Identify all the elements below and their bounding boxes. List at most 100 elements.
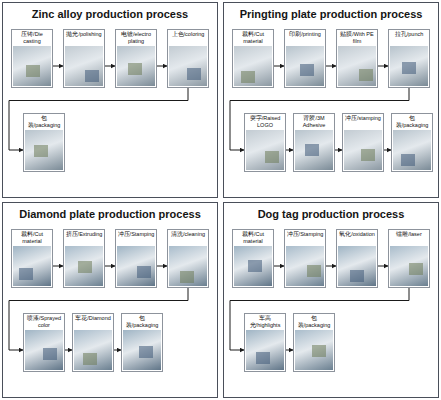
process-step: 清洗/cleaning bbox=[167, 229, 209, 288]
step-photo bbox=[234, 46, 272, 86]
step-photo bbox=[246, 130, 284, 170]
panel-title: Diamond plate production process bbox=[3, 208, 217, 220]
photo-detail bbox=[248, 260, 262, 272]
photo-detail bbox=[19, 268, 33, 280]
photo-detail bbox=[26, 65, 40, 77]
step-photo bbox=[25, 330, 63, 370]
process-step: 压铸/Die casting bbox=[11, 29, 53, 88]
step-photo bbox=[390, 246, 428, 286]
step-caption: 电镀/electro plating bbox=[116, 30, 156, 45]
step-caption: 突字/Raised LOGO bbox=[245, 114, 285, 129]
process-step: 贴膜/With PE film bbox=[336, 29, 378, 88]
flow-arrow bbox=[157, 66, 167, 67]
photo-detail bbox=[350, 270, 364, 282]
step-caption: 贴膜/With PE film bbox=[337, 30, 377, 45]
flow-arrow bbox=[53, 66, 63, 67]
step-photo bbox=[234, 246, 272, 286]
step-caption: 喷漆/Sprayed color bbox=[24, 314, 64, 329]
photo-detail bbox=[78, 261, 92, 273]
step-photo bbox=[65, 246, 103, 286]
step-photo bbox=[344, 130, 382, 170]
step-photo bbox=[246, 330, 284, 370]
flow-arrow bbox=[326, 266, 336, 267]
step-photo bbox=[74, 330, 112, 370]
process-step: 裁料/Cut material bbox=[232, 29, 274, 88]
process-step: 冲压/Stamping bbox=[115, 229, 157, 288]
step-caption: 包装/packaging bbox=[24, 114, 64, 129]
step-caption: 包装/packaging bbox=[294, 314, 334, 329]
step-caption: 裁料/Cut material bbox=[233, 30, 273, 45]
photo-detail bbox=[312, 345, 326, 357]
step-caption: 拉孔/punch bbox=[389, 30, 429, 45]
step-photo bbox=[117, 246, 155, 286]
flow-arrow bbox=[378, 66, 388, 67]
photo-detail bbox=[361, 149, 375, 161]
photo-detail bbox=[305, 144, 319, 156]
process-step: 上色/coloring bbox=[167, 29, 209, 88]
step-photo bbox=[13, 246, 51, 286]
step-caption: 车花/Diamond bbox=[73, 314, 113, 329]
photo-detail bbox=[34, 145, 48, 157]
process-step: 电镀/electro plating bbox=[115, 29, 157, 88]
step-photo bbox=[13, 46, 51, 86]
step-photo bbox=[286, 46, 324, 86]
step-photo bbox=[393, 130, 431, 170]
flow-arrow bbox=[274, 66, 284, 67]
photo-detail bbox=[256, 352, 270, 364]
step-photo bbox=[65, 46, 103, 86]
photo-detail bbox=[401, 154, 415, 166]
panel-title: Pringting plate production process bbox=[224, 8, 438, 20]
flow-arrow bbox=[286, 350, 293, 351]
step-caption: 冲压/stamping bbox=[343, 114, 383, 129]
process-step: 冲压/stamping bbox=[342, 113, 384, 172]
process-step: 印刷/printing bbox=[284, 29, 326, 88]
photo-detail bbox=[241, 71, 255, 83]
flow-arrow bbox=[274, 266, 284, 267]
flow-arrow bbox=[114, 350, 121, 351]
process-step: 车花/Diamond bbox=[72, 313, 114, 372]
flow-arrow bbox=[105, 266, 115, 267]
step-caption: 冲压/Stamping bbox=[116, 230, 156, 245]
step-caption: 抛光/polishing bbox=[64, 30, 104, 45]
flow-arrow bbox=[326, 66, 336, 67]
step-photo bbox=[169, 46, 207, 86]
process-step: 突字/Raised LOGO bbox=[244, 113, 286, 172]
panel-title: Zinc alloy production process bbox=[3, 8, 217, 20]
flow-arrow bbox=[335, 150, 342, 151]
flow-arrow bbox=[378, 266, 388, 267]
flow-arrow bbox=[105, 66, 115, 67]
photo-detail bbox=[402, 62, 416, 74]
process-step: 裁料/Cut material bbox=[11, 229, 53, 288]
flow-arrow bbox=[157, 266, 167, 267]
process-panel: Dog tag production process裁料/Cut materia… bbox=[223, 202, 439, 398]
step-caption: 裁料/Cut material bbox=[233, 230, 273, 245]
process-step: 镭雕/laser bbox=[388, 229, 430, 288]
step-photo bbox=[123, 330, 161, 370]
photo-detail bbox=[187, 68, 201, 80]
step-caption: 包装/packaging bbox=[122, 314, 162, 329]
photo-detail bbox=[359, 69, 373, 81]
step-photo bbox=[286, 246, 324, 286]
step-caption: 氧化/oxidation bbox=[337, 230, 377, 245]
step-caption: 清洗/cleaning bbox=[168, 230, 208, 245]
photo-detail bbox=[265, 151, 279, 163]
flow-arrow bbox=[65, 350, 72, 351]
step-caption: 包装/packaging bbox=[392, 114, 432, 129]
step-photo bbox=[295, 130, 333, 170]
step-photo bbox=[338, 246, 376, 286]
process-step: 包装/packaging bbox=[391, 113, 433, 172]
photo-detail bbox=[128, 63, 142, 75]
photo-detail bbox=[307, 265, 321, 277]
process-step: 车高光/highlights bbox=[244, 313, 286, 372]
step-caption: 镭雕/laser bbox=[389, 230, 429, 245]
step-caption: 背胶/3M Adhesive bbox=[294, 114, 334, 129]
step-caption: 上色/coloring bbox=[168, 30, 208, 45]
process-step: 裁料/Cut material bbox=[232, 229, 274, 288]
step-caption: 压铸/Die casting bbox=[12, 30, 52, 45]
process-step: 喷漆/Sprayed color bbox=[23, 313, 65, 372]
step-photo bbox=[25, 130, 63, 170]
step-photo bbox=[295, 330, 333, 370]
step-caption: 印刷/printing bbox=[285, 30, 325, 45]
photo-detail bbox=[83, 353, 97, 365]
